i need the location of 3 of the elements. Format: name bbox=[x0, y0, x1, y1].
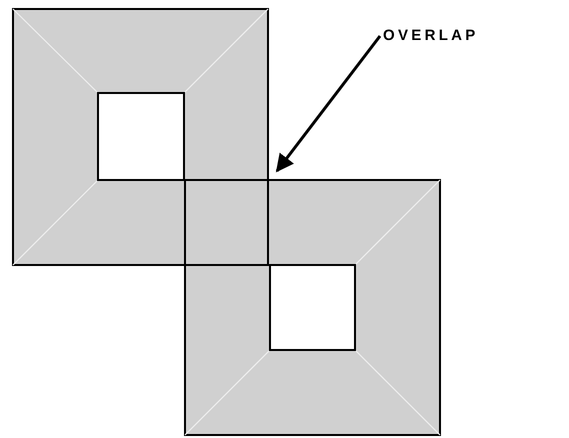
overlap-region bbox=[184, 179, 269, 266]
callout-label: OVERLAP bbox=[383, 26, 479, 46]
arrow bbox=[276, 35, 382, 172]
